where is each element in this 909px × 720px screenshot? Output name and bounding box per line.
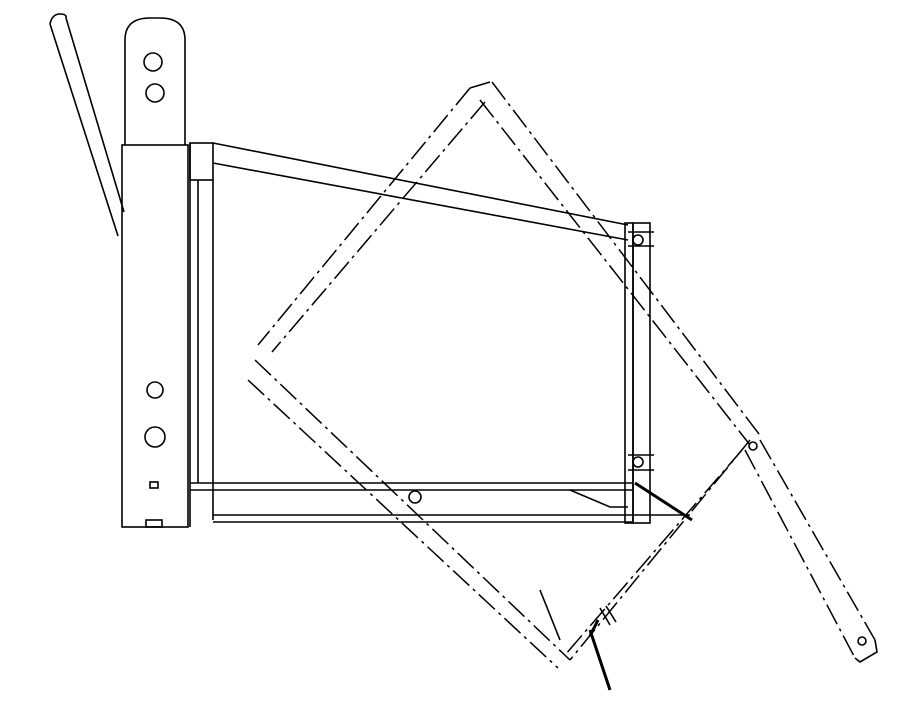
support-arm <box>744 439 878 663</box>
arm-hole-icon <box>857 636 867 646</box>
tilted-bin-phantom <box>247 81 763 691</box>
bin-frame <box>189 142 693 527</box>
pivot-hole-icon <box>408 490 422 504</box>
mounting-bracket <box>121 17 189 528</box>
bracket-hole-icon <box>143 52 163 72</box>
bracket-bolt-icon <box>144 426 166 448</box>
bracket-bolt-icon <box>145 83 165 103</box>
bracket-hole-icon <box>146 381 164 399</box>
tilt-handle <box>49 13 125 237</box>
